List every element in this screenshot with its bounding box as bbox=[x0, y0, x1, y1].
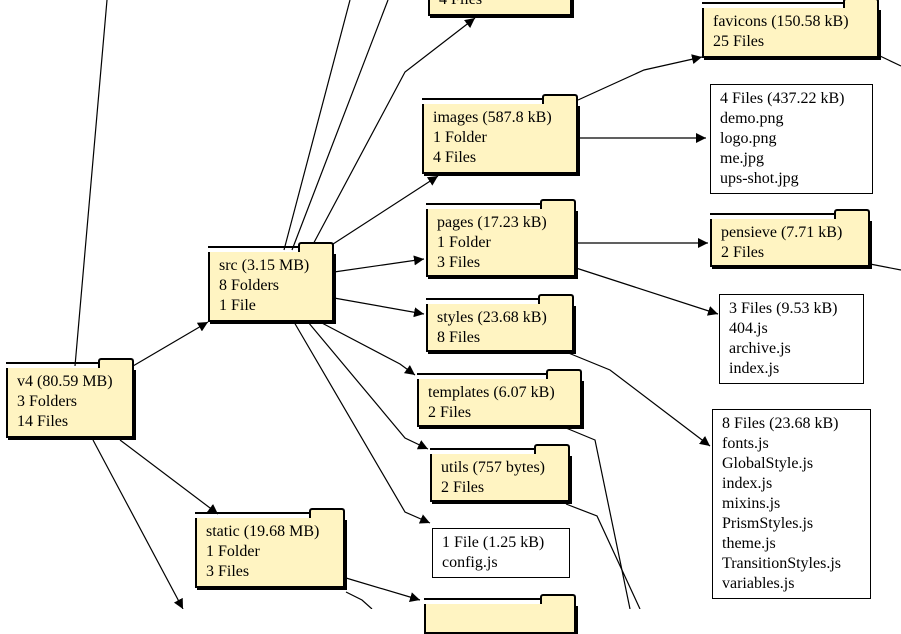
edge-src-files bbox=[293, 321, 431, 524]
edge-src-offscreen-b bbox=[291, 0, 389, 251]
file-name: index.js bbox=[729, 360, 780, 377]
folder-label: static (19.68 MB) bbox=[206, 523, 320, 540]
file-name: mixins.js bbox=[722, 495, 781, 512]
folder-node-favicons[interactable]: favicons (150.58 kB) 25 Files bbox=[702, 0, 879, 58]
edge-styles-files bbox=[565, 351, 711, 447]
edge-v4-static bbox=[119, 439, 219, 515]
edge-v4-offscreen bbox=[74, 0, 108, 367]
folder-node-utils[interactable]: utils (757 bytes) 2 Files bbox=[430, 444, 570, 502]
folder-count: 8 Files bbox=[437, 329, 481, 346]
folder-count: 3 Folders bbox=[17, 393, 77, 410]
edge-src-offscreen-c bbox=[309, 17, 476, 251]
file-list-images[interactable]: 4 Files (437.22 kB) demo.png logo.png me… bbox=[710, 84, 873, 194]
folder-count: 1 Folder bbox=[433, 129, 487, 146]
edge-utils-offscreen bbox=[565, 503, 641, 609]
folder-label: pages (17.23 kB) bbox=[437, 214, 547, 231]
file-list-header: 3 Files (9.53 kB) bbox=[729, 300, 838, 317]
folder-label: v4 (80.59 MB) bbox=[17, 373, 113, 390]
folder-count: 4 Files bbox=[433, 149, 477, 166]
file-name: index.js bbox=[722, 475, 773, 492]
folder-label: templates (6.07 kB) bbox=[428, 384, 555, 401]
file-list-styles[interactable]: 8 Files (23.68 kB) fonts.js GlobalStyle.… bbox=[712, 409, 871, 599]
folder-node-pensieve[interactable]: pensieve (7.71 kB) 2 Files bbox=[710, 209, 870, 267]
edge-static-offscreen bbox=[345, 577, 421, 602]
file-name: me.jpg bbox=[720, 150, 764, 167]
edge-pensieve-offscreen bbox=[869, 263, 901, 271]
folder-label: favicons (150.58 kB) bbox=[713, 13, 849, 30]
file-list-header: 8 Files (23.68 kB) bbox=[722, 415, 839, 432]
edge-src-offscreen-a bbox=[283, 0, 351, 251]
file-name: demo.png bbox=[720, 110, 784, 127]
edge-favicons-offscreen bbox=[879, 55, 901, 67]
folder-node-top-partial[interactable]: 4 Files bbox=[428, 0, 572, 16]
edge-src-templates bbox=[319, 321, 416, 376]
file-name: 404.js bbox=[729, 320, 768, 337]
folder-count: 1 File bbox=[219, 297, 256, 314]
folder-count: 3 Files bbox=[206, 563, 250, 580]
folder-node-styles[interactable]: styles (23.68 kB) 8 Files bbox=[426, 294, 574, 352]
file-list-header: 1 File (1.25 kB) bbox=[442, 534, 545, 551]
folder-count: 25 Files bbox=[713, 33, 765, 50]
edge-v4-offscreen-bottom bbox=[92, 439, 184, 609]
edge-v4-src bbox=[132, 321, 209, 367]
file-name: ups-shot.jpg bbox=[720, 170, 799, 187]
folder-count: 1 Folder bbox=[206, 543, 260, 560]
file-name: TransitionStyles.js bbox=[722, 555, 841, 572]
file-name: fonts.js bbox=[722, 435, 769, 452]
file-name: logo.png bbox=[720, 130, 777, 147]
file-list-pages[interactable]: 3 Files (9.53 kB) 404.js archive.js inde… bbox=[719, 294, 864, 384]
file-name: config.js bbox=[442, 554, 498, 571]
folder-count: 2 Files bbox=[428, 404, 472, 421]
file-list-src[interactable]: 1 File (1.25 kB) config.js bbox=[432, 528, 570, 578]
file-name: GlobalStyle.js bbox=[722, 455, 814, 472]
folder-node-static[interactable]: static (19.68 MB) 1 Folder 3 Files bbox=[195, 508, 345, 588]
folder-node-v4[interactable]: v4 (80.59 MB) 3 Folders 14 Files bbox=[6, 358, 134, 438]
file-name: variables.js bbox=[722, 575, 795, 592]
file-name: theme.js bbox=[722, 535, 776, 552]
folder-count: 1 Folder bbox=[437, 234, 491, 251]
folder-node-src[interactable]: src (3.15 MB) 8 Folders 1 File bbox=[208, 242, 334, 322]
folder-label: styles (23.68 kB) bbox=[437, 309, 547, 326]
folder-label: src (3.15 MB) bbox=[219, 257, 310, 274]
file-name: PrismStyles.js bbox=[722, 515, 814, 532]
folder-label: 4 Files bbox=[439, 0, 482, 10]
file-list-header: 4 Files (437.22 kB) bbox=[720, 90, 845, 107]
folder-count: 2 Files bbox=[441, 479, 485, 496]
folder-label: pensieve (7.71 kB) bbox=[721, 224, 843, 241]
edge-src-pages bbox=[333, 255, 425, 273]
edge-pages-files bbox=[575, 267, 719, 316]
edge-static-offscreen-b bbox=[345, 591, 373, 609]
edge-src-utils bbox=[307, 321, 429, 450]
folder-count: 14 Files bbox=[17, 413, 69, 430]
edge-images-favicons bbox=[577, 54, 703, 101]
edge-layer bbox=[74, 0, 901, 609]
folder-count: 8 Folders bbox=[219, 277, 279, 294]
file-name: archive.js bbox=[729, 340, 791, 357]
folder-node-templates[interactable]: templates (6.07 kB) 2 Files bbox=[417, 369, 582, 427]
edge-src-images bbox=[329, 175, 439, 247]
folder-node-images[interactable]: images (587.8 kB) 1 Folder 4 Files bbox=[422, 94, 578, 174]
folder-count: 3 Files bbox=[437, 254, 481, 271]
folder-label: utils (757 bytes) bbox=[441, 459, 545, 476]
folder-count: 2 Files bbox=[721, 244, 765, 261]
folder-node-pages[interactable]: pages (17.23 kB) 1 Folder 3 Files bbox=[426, 199, 576, 277]
folder-label: images (587.8 kB) bbox=[433, 109, 552, 126]
edge-templates-offscreen bbox=[565, 427, 631, 609]
edge-src-styles bbox=[333, 297, 425, 318]
